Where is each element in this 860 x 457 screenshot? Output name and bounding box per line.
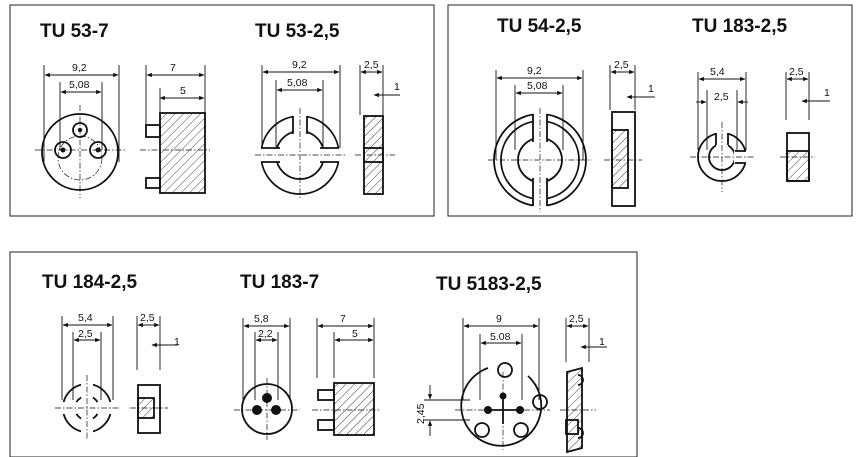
- side-view: 2,5 1: [604, 59, 655, 207]
- part-title: TU 183-2,5: [692, 16, 787, 37]
- dim-thickness: 2,5: [140, 312, 155, 324]
- dim-outer-diameter: 5,4: [78, 312, 93, 324]
- dim-pin-spacing: 5,08: [527, 80, 548, 92]
- dim-outer-diameter: 5,4: [710, 66, 725, 78]
- dim-outer-diameter: 5,8: [254, 313, 269, 325]
- panel-1-border: [9, 4, 435, 217]
- dim-pin-spacing: 2,5: [78, 328, 93, 340]
- dim-step: 1: [394, 81, 400, 93]
- part-tu-53-2-5: TU 53-2,5 9,2 5,08: [255, 21, 400, 200]
- part-title: TU 184-2,5: [42, 272, 137, 293]
- front-view: 9 5.08 2,45: [415, 313, 550, 450]
- dim-pin-spacing: 2,2: [258, 328, 273, 340]
- dim-vertical-offset: 2,45: [415, 403, 427, 424]
- panel-1: TU 53-7 9,2 5,08: [9, 4, 435, 217]
- front-view: 5,4 2,5: [690, 66, 755, 192]
- front-view: 9,2 5,08: [488, 65, 592, 212]
- front-view: 9,2 5,08: [35, 62, 125, 198]
- dim-outer-diameter: 9: [496, 313, 502, 325]
- dim-thickness: 2,5: [364, 59, 379, 71]
- front-view: 9,2 5,08: [255, 59, 345, 200]
- part-tu-5183-2-5: TU 5183-2,5 9 5.08: [415, 274, 607, 454]
- dim-outer-diameter: 9,2: [527, 65, 542, 77]
- dim-thickness: 2,5: [614, 59, 629, 71]
- dim-outer-diameter: 9,2: [292, 59, 307, 71]
- dim-pin-spacing: 5,08: [69, 79, 90, 91]
- dim-body-length: 5: [352, 328, 358, 340]
- dim-pin-spacing: 5,08: [287, 77, 308, 89]
- dim-step: 1: [824, 87, 830, 99]
- dim-step: 1: [648, 83, 654, 95]
- part-title: TU 54-2,5: [497, 16, 582, 37]
- panel-3: TU 184-2,5 5,4 2,5: [9, 251, 638, 457]
- dim-step: 1: [599, 336, 605, 348]
- dim-pin-spacing: 5.08: [490, 331, 511, 343]
- side-view: 2,5 1: [560, 313, 607, 454]
- part-title: TU 53-2,5: [255, 21, 340, 42]
- part-tu-183-2-5: TU 183-2,5 5,4 2,5: [690, 16, 830, 192]
- side-view: 2,5 1: [130, 312, 180, 434]
- part-tu-183-7: TU 183-7 5,8 2,2 7: [234, 272, 380, 440]
- dim-thickness: 2,5: [789, 66, 804, 78]
- part-title: TU 5183-2,5: [436, 274, 542, 295]
- part-tu-184-2-5: TU 184-2,5 5,4 2,5: [42, 272, 180, 440]
- part-title: TU 53-7: [40, 21, 109, 42]
- dim-thickness: 2,5: [569, 313, 584, 325]
- dim-pin-spacing: 2,5: [714, 91, 729, 103]
- dim-total-length: 7: [170, 62, 176, 74]
- dim-body-length: 5: [180, 85, 186, 97]
- dim-total-length: 7: [340, 313, 346, 325]
- side-view: 7 5: [312, 313, 380, 436]
- front-view: 5,4 2,5: [55, 312, 120, 440]
- panel-3-border: [9, 251, 638, 457]
- front-view: 5,8 2,2: [234, 313, 300, 440]
- side-view: 2,5 1: [355, 59, 400, 195]
- side-view: 2,5 1: [780, 66, 830, 182]
- dim-step: 1: [174, 336, 180, 348]
- part-tu-54-2-5: TU 54-2,5 9,2 5,08: [488, 16, 655, 212]
- panel-2: TU 54-2,5 9,2 5,08: [447, 4, 853, 217]
- part-title: TU 183-7: [240, 272, 319, 293]
- panel-2-border: [447, 4, 853, 217]
- dim-outer-diameter: 9,2: [72, 62, 87, 74]
- part-tu-53-7: TU 53-7 9,2 5,08: [35, 21, 210, 198]
- side-view: 7 5: [140, 62, 210, 194]
